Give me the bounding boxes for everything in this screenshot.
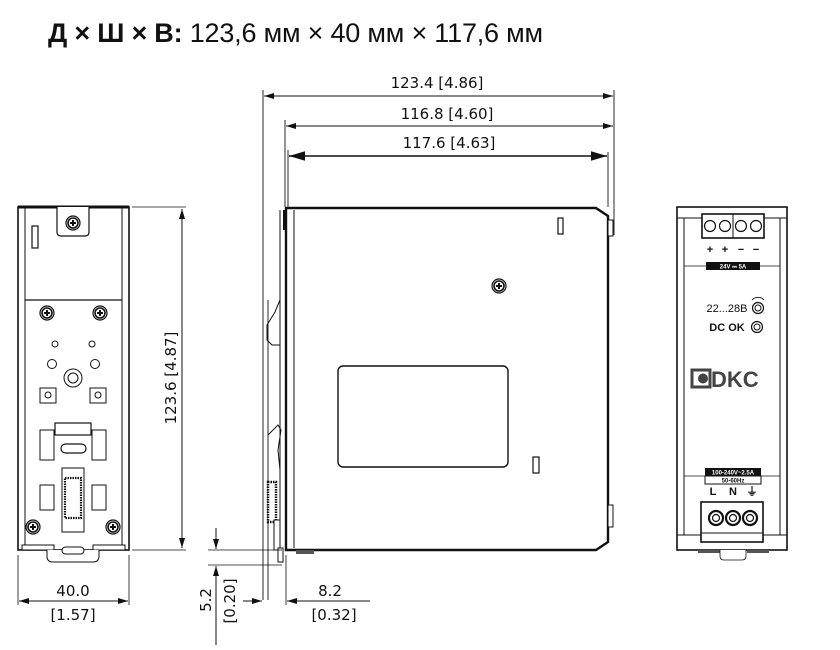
screw-icon xyxy=(25,519,41,535)
side-dimensions: 123.4 [4.86] 116.8 [4.60] 117.6 [4.63] xyxy=(264,74,613,161)
headline-value: 123,6 мм × 40 мм × 117,6 мм xyxy=(189,18,543,48)
height-dimension: 123.6 [4.87] xyxy=(132,206,186,551)
dim-overall: 123.4 [4.86] xyxy=(391,74,484,92)
screw-icon xyxy=(65,215,81,231)
output-rating: 24V ⎓ 5A xyxy=(720,265,747,271)
clip-offset-in: [0.32] xyxy=(311,606,356,624)
width-mm: 40.0 xyxy=(56,582,89,600)
brand-logo: DKC xyxy=(690,367,759,392)
terminal-line: L xyxy=(710,486,717,498)
voltage-adjust-label: 22...28В xyxy=(707,303,748,315)
brand-name: DKC xyxy=(711,367,759,392)
dim-body: 116.8 [4.60] xyxy=(401,105,494,123)
terminal-plus: + xyxy=(707,244,713,256)
dc-ok-label: DC OK xyxy=(709,322,745,334)
clip-offset-mm: 8.2 xyxy=(318,582,342,600)
screw-icon xyxy=(105,519,121,535)
input-rating: 100-240V~2.5A xyxy=(712,471,755,477)
width-dimension: 40.0 [1.57] xyxy=(17,555,130,624)
ground-icon: ⏚ xyxy=(747,485,758,498)
height-label: 123.6 [4.87] xyxy=(162,332,180,425)
dim-depth: 117.6 [4.63] xyxy=(403,134,496,152)
screw-icon xyxy=(491,278,507,294)
terminal-minus: − xyxy=(753,244,759,256)
screw-icon xyxy=(39,305,55,321)
label-window xyxy=(337,365,509,468)
headline-label: Д × Ш × В: xyxy=(48,18,183,48)
terminal-plus: + xyxy=(722,244,728,256)
rail-offset-mm: 5.2 xyxy=(197,588,215,612)
rear-view xyxy=(17,205,130,563)
side-view xyxy=(262,90,615,600)
terminal-neutral: N xyxy=(729,486,737,498)
front-view: + + − − 24V ⎓ 5A 22...28В DC OK DKC 100-… xyxy=(676,206,788,561)
rail-offset-in: [0.20] xyxy=(221,578,239,623)
input-frequency: 50-60Hz xyxy=(722,479,745,485)
screw-icon xyxy=(92,305,108,321)
dimensions-headline: Д × Ш × В: 123,6 мм × 40 мм × 117,6 мм xyxy=(48,18,543,49)
terminal-minus: − xyxy=(738,244,744,256)
rail-dimensions: 5.2 [0.20] 8.2 [0.32] xyxy=(197,528,370,645)
width-in: [1.57] xyxy=(50,606,95,624)
